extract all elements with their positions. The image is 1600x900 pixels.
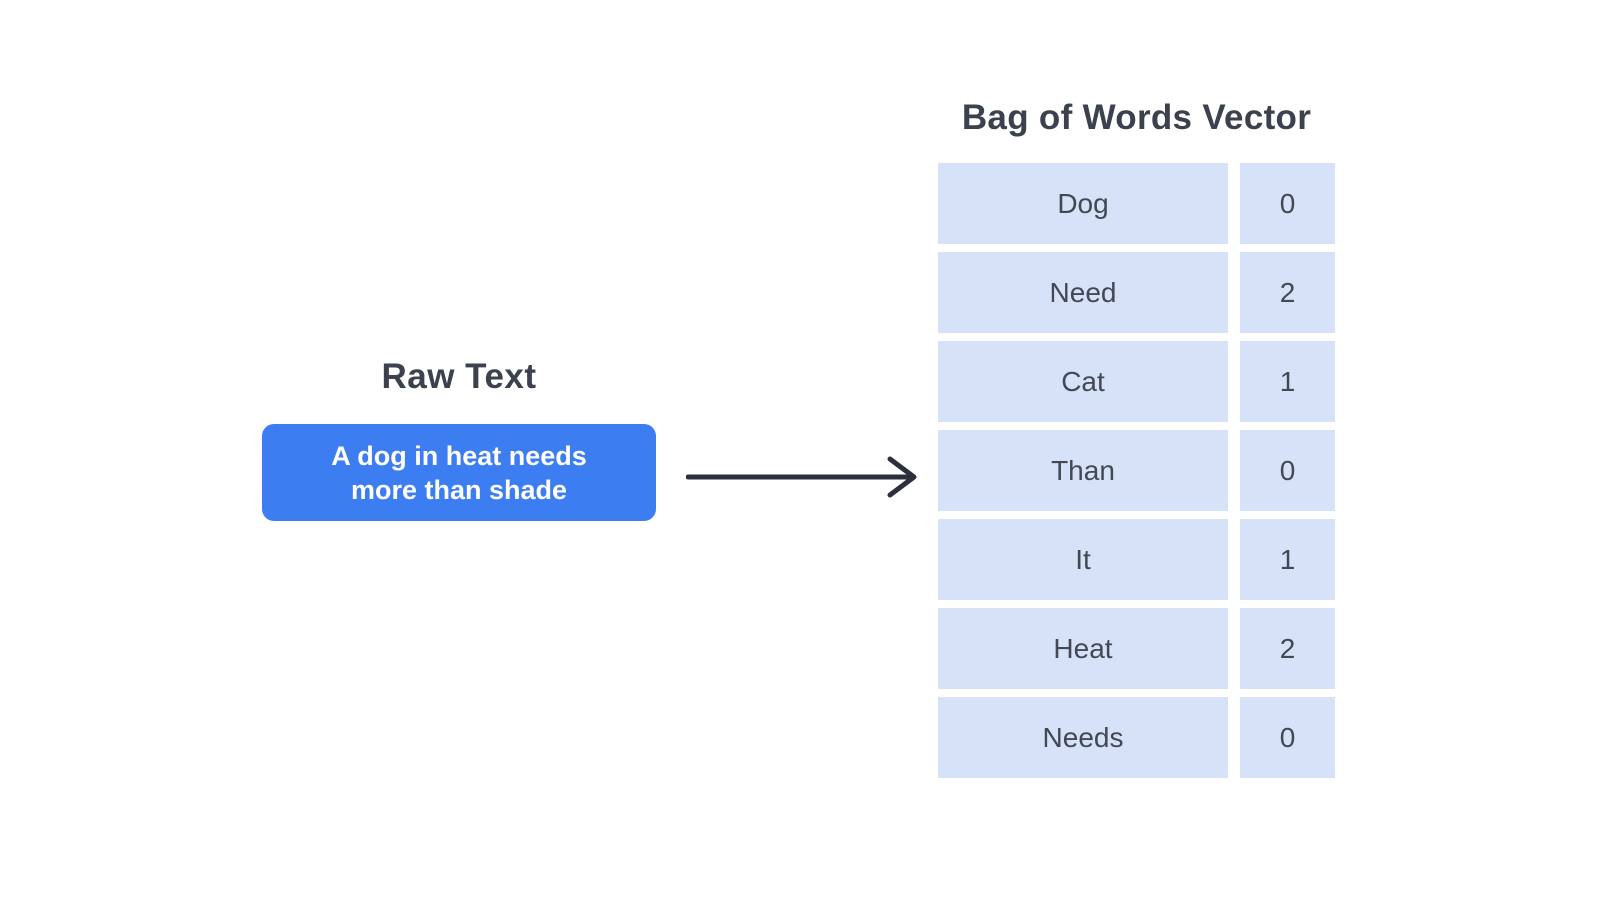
word-cell: Heat [938,608,1228,689]
raw-text-title: Raw Text [381,357,537,396]
count-cell: 2 [1240,608,1335,689]
raw-text-box: A dog in heat needs more than shade [262,424,656,521]
word-cell: Need [938,252,1228,333]
word-cell: Needs [938,697,1228,778]
right-arrow-icon [685,456,917,498]
count-cell: 2 [1240,252,1335,333]
count-cell: 1 [1240,341,1335,422]
raw-text-line-1: A dog in heat needs [331,440,587,471]
word-cell: It [938,519,1228,600]
count-cell: 0 [1240,163,1335,244]
bag-of-words-title: Bag of Words Vector [961,98,1312,137]
word-cell: Dog [938,163,1228,244]
count-cell: 0 [1240,697,1335,778]
count-cell: 0 [1240,430,1335,511]
transform-arrow [685,453,920,501]
word-cell: Cat [938,341,1228,422]
raw-text-line-2: more than shade [350,474,568,505]
count-cell: 1 [1240,519,1335,600]
word-cell: Than [938,430,1228,511]
